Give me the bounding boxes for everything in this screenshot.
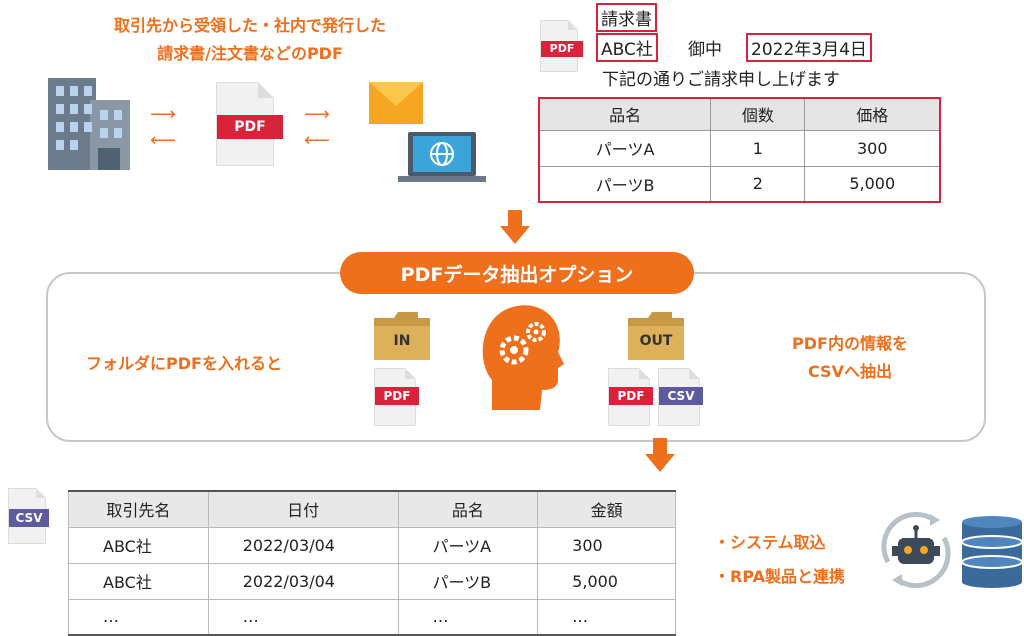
csv-cell: ABC社 (68, 563, 209, 599)
csv-cell: 5,000 (537, 563, 676, 599)
output-item-rpa: ・RPA製品と連携 (714, 567, 845, 586)
invoice-cell: 1 (710, 129, 806, 167)
pdf-file-icon: PDF (608, 368, 653, 426)
csv-header-cell: 品名 (397, 491, 539, 527)
top-caption-line1: 取引先から受領した・社内で発行した (113, 16, 386, 35)
pdf-tag: PDF (217, 115, 283, 139)
csv-tag: CSV (9, 509, 49, 527)
invoice-cell: パーツB (538, 165, 712, 203)
csv-header-cell: 日付 (207, 491, 399, 527)
ai-brain-gear-icon (482, 305, 564, 410)
invoice-row: パーツA 1 300 (538, 129, 941, 167)
csv-row: … … … … (68, 599, 676, 635)
invoice-header-cell: 個数 (710, 97, 806, 131)
invoice-title: 請求書 (596, 3, 657, 32)
csv-header-row: 取引先名 日付 品名 金額 (68, 491, 676, 527)
csv-file-icon: CSV (658, 368, 703, 426)
database-icon (962, 516, 1022, 588)
office-building-icon (48, 78, 130, 170)
pdf-file-icon: PDF (216, 82, 283, 166)
rpa-robot-icon (881, 511, 951, 589)
arrow-down-icon (500, 210, 530, 244)
option-right-line1: PDF内の情報を (792, 334, 908, 353)
csv-cell: 2022/03/04 (207, 527, 399, 563)
invoice-header-cell: 価格 (804, 97, 941, 131)
laptop-icon (398, 132, 486, 182)
csv-header-cell: 金額 (537, 491, 676, 527)
arrow-right-icon: ⟶ (304, 104, 330, 125)
option-right-text: PDF内の情報を CSVへ抽出 (730, 330, 970, 386)
invoice-message: 下記の通りご請求申し上げます (602, 70, 840, 90)
invoice-honorific: 御中 (688, 40, 722, 60)
invoice-pdf-icon: PDF (540, 20, 583, 72)
output-item-system: ・システム取込 (714, 533, 826, 552)
csv-file-icon: CSV (8, 488, 49, 544)
csv-cell: 2022/03/04 (207, 563, 399, 599)
invoice-cell: 2 (710, 165, 806, 203)
csv-tag: CSV (659, 387, 703, 405)
option-left-text: フォルダにPDFを入れると (86, 354, 282, 373)
folder-out-label: OUT (639, 333, 673, 349)
pdf-tag: PDF (609, 387, 653, 405)
arrow-left-icon: ⟵ (304, 130, 330, 151)
arrow-left-icon: ⟵ (150, 130, 176, 151)
invoice-cell: 5,000 (804, 165, 941, 203)
pdf-tag: PDF (375, 387, 419, 405)
csv-row: ABC社 2022/03/04 パーツB 5,000 (68, 563, 676, 599)
invoice-company: ABC社 (596, 33, 658, 62)
csv-cell: … (537, 599, 676, 635)
csv-cell: … (68, 599, 209, 635)
csv-cell: 300 (537, 527, 676, 563)
csv-cell: … (207, 599, 399, 635)
input-folder-icon (374, 312, 430, 360)
output-list: ・システム取込 ・RPA製品と連携 (714, 526, 845, 594)
csv-cell: ABC社 (68, 527, 209, 563)
csv-cell: パーツA (397, 527, 539, 563)
top-caption-line2: 請求書/注文書などのPDF (157, 44, 343, 63)
csv-header-cell: 取引先名 (68, 491, 209, 527)
csv-output-table: 取引先名 日付 品名 金額 ABC社 2022/03/04 パーツA 300 A… (68, 490, 676, 636)
option-title: PDFデータ抽出オプション (340, 252, 694, 294)
csv-cell: … (397, 599, 539, 635)
pdf-file-icon: PDF (374, 368, 419, 426)
invoice-cell: パーツA (538, 129, 712, 167)
invoice-date: 2022年3月4日 (746, 33, 872, 62)
email-envelope-icon (369, 82, 423, 124)
invoice-table: 品名 個数 価格 パーツA 1 300 パーツB 2 5,000 (538, 97, 941, 203)
arrow-down-icon (645, 438, 675, 472)
invoice-row: パーツB 2 5,000 (538, 165, 941, 203)
option-right-line2: CSVへ抽出 (808, 362, 892, 381)
invoice-header-row: 品名 個数 価格 (538, 97, 941, 131)
pdf-tag: PDF (541, 41, 583, 57)
top-caption: 取引先から受領した・社内で発行した 請求書/注文書などのPDF (70, 12, 430, 68)
folder-in-label: IN (393, 333, 411, 349)
arrow-right-icon: ⟶ (150, 104, 176, 125)
invoice-cell: 300 (804, 129, 941, 167)
csv-row: ABC社 2022/03/04 パーツA 300 (68, 527, 676, 563)
invoice-header-cell: 品名 (538, 97, 712, 131)
csv-cell: パーツB (397, 563, 539, 599)
output-folder-icon (628, 312, 684, 360)
